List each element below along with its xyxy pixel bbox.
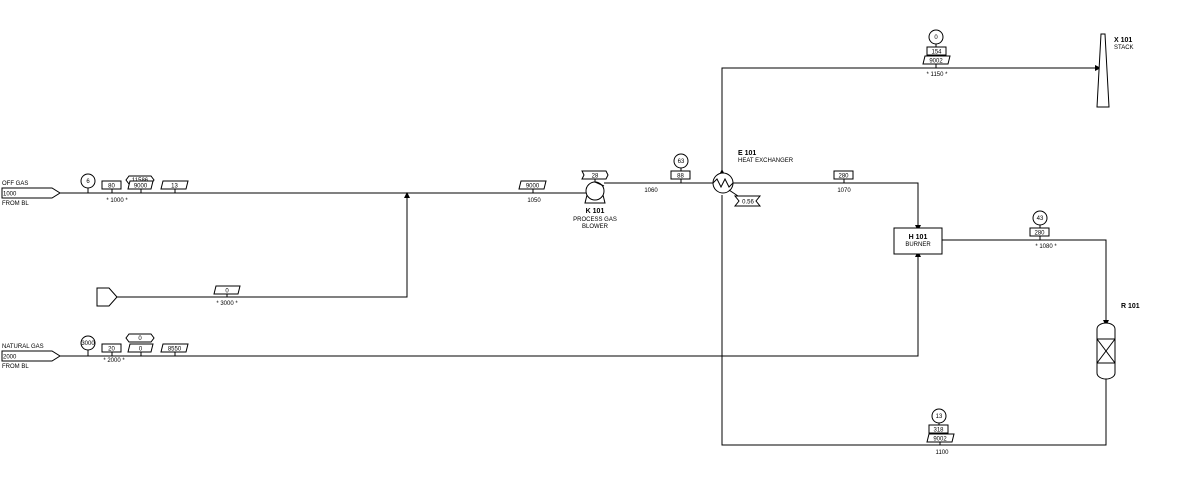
feed-natgas-source: FROM BL (2, 364, 29, 370)
natgas-para-value: 8550 (168, 347, 182, 353)
offgas-temp: 80 (108, 184, 115, 190)
x101-desc: STACK (1114, 45, 1134, 51)
feed-natgas-arrow (1, 350, 61, 362)
feed-natgas-name: NATURAL GAS (2, 344, 44, 350)
tag-para (160, 180, 189, 190)
s1100-circle-value: 13 (936, 414, 943, 420)
tag-duty (733, 195, 762, 207)
stream-1150-annotation: * 1150 * (927, 72, 949, 78)
tag-blower-out (581, 170, 609, 180)
tag-circle (80, 173, 96, 189)
stream-1000-label: 1000 (3, 192, 17, 198)
offgas-circle-value: 6 (86, 179, 90, 185)
stack-circle-value: 0 (934, 35, 938, 41)
stream-2000-label: 2000 (3, 355, 17, 361)
e101-desc: HEAT EXCHANGER (738, 158, 794, 164)
tag-temp-box (101, 343, 122, 353)
tag-circle (80, 335, 96, 351)
line-1070 (733, 182, 919, 228)
e101-tag: E 101 (738, 150, 756, 157)
equipment-x101: X 101 STACK (1096, 33, 1134, 108)
feed-offgas-name: OFF GAS (2, 181, 28, 187)
burner-box (893, 227, 943, 255)
stack-flow: 9002 (929, 59, 943, 65)
s3000-para-value: 0 (225, 289, 229, 295)
x101-tag: X 101 (1114, 37, 1132, 44)
equipment-k101: 28 K 101 PROCESS GAS BLOWER (573, 170, 617, 230)
s1050-flow: 9000 (526, 184, 540, 190)
process-lines (60, 67, 1107, 446)
line-2000 (60, 254, 919, 357)
s1070-temp: 280 (838, 174, 849, 180)
s1060-circle-value: 63 (678, 159, 685, 165)
r101-tag: R 101 (1121, 303, 1140, 310)
s1100-temp: 318 (933, 428, 944, 434)
natgas-hex-value: 0 (138, 336, 142, 342)
line-1150 (721, 67, 1101, 171)
stream-3000-annotation: * 3000 * (216, 301, 238, 307)
stack-icon (1096, 33, 1110, 108)
hx-duty-value: 0.56 (742, 200, 754, 206)
offgas-tags: 6 80 * 1000 * 11586 9000 13 (80, 173, 189, 204)
s1100-flow: 9002 (933, 437, 947, 443)
stream-1070-label: 1070 (837, 188, 851, 194)
s1150-tags: 0 154 9002 * 1150 * (922, 29, 951, 78)
feed-offgas-source: FROM BL (2, 201, 29, 207)
tag-temp-box (926, 46, 947, 56)
source-3000-icon (96, 287, 118, 307)
equipment-h101: H 101 BURNER (893, 227, 943, 255)
feed-natgas: NATURAL GAS 2000 FROM BL (1, 344, 61, 370)
s1060-tags: 1060 63 88 (644, 153, 691, 194)
k101-desc1: PROCESS GAS (573, 217, 617, 223)
line-1100 (721, 195, 1107, 446)
s1080-circle-value: 43 (1037, 216, 1044, 222)
arrow-right-icon (1095, 65, 1101, 71)
k101-tag: K 101 (586, 208, 605, 215)
blower-out-value: 28 (592, 174, 599, 180)
tag-para (127, 180, 154, 190)
s1050-tags: 9000 1050 (518, 180, 547, 204)
tag-temp-box (928, 424, 949, 434)
s1070-tags: 280 1070 (833, 170, 854, 194)
h101-tag: H 101 (909, 234, 928, 241)
stream-1050-label: 1050 (527, 198, 541, 204)
stream-1060-label: 1060 (644, 188, 658, 194)
k101-desc2: BLOWER (582, 224, 609, 230)
equipment-r101: R 101 (1096, 303, 1140, 380)
s1080-tags: 43 280 * 1080 * (1029, 210, 1057, 250)
tag-para (160, 343, 189, 353)
stream-1080-annotation: * 1080 * (1035, 244, 1057, 250)
stream-1100-label: 1100 (936, 450, 950, 456)
tag-hex (125, 333, 155, 343)
stream-1000-annotation: * 1000 * (106, 198, 128, 204)
tag-para (922, 55, 951, 65)
natgas-circle-value: 3000 (81, 341, 95, 347)
feed-offgas: OFF GAS 1000 FROM BL (1, 181, 61, 207)
arrow-up-icon (404, 192, 410, 198)
natgas-tags: 3000 20 * 2000 * 0 0 8550 (80, 333, 189, 364)
tag-para (213, 285, 241, 295)
tag-para (926, 433, 955, 443)
offgas-para-value: 13 (171, 184, 178, 190)
stack-temp: 154 (931, 50, 942, 56)
feed-offgas-arrow (1, 187, 61, 199)
natgas-flow: 0 (139, 347, 143, 353)
s1060-temp: 88 (677, 174, 684, 180)
tag-para (518, 180, 547, 190)
line-offgas-and-3000 (60, 192, 408, 298)
tag-temp-box (101, 180, 122, 190)
h101-desc: BURNER (905, 242, 931, 248)
line-1080 (942, 239, 1107, 323)
s1100-tags: 13 318 9002 1100 (926, 408, 955, 456)
offgas-flow: 9000 (134, 184, 148, 190)
s3000-tags: 0 * 3000 * (213, 285, 241, 307)
equipment-e101: E 101 HEAT EXCHANGER 0.56 (712, 150, 794, 207)
natgas-temp: 20 (108, 347, 115, 353)
s1080-temp: 280 (1034, 231, 1045, 237)
tag-para (127, 343, 154, 353)
stream-2000-annotation: * 2000 * (103, 358, 125, 364)
